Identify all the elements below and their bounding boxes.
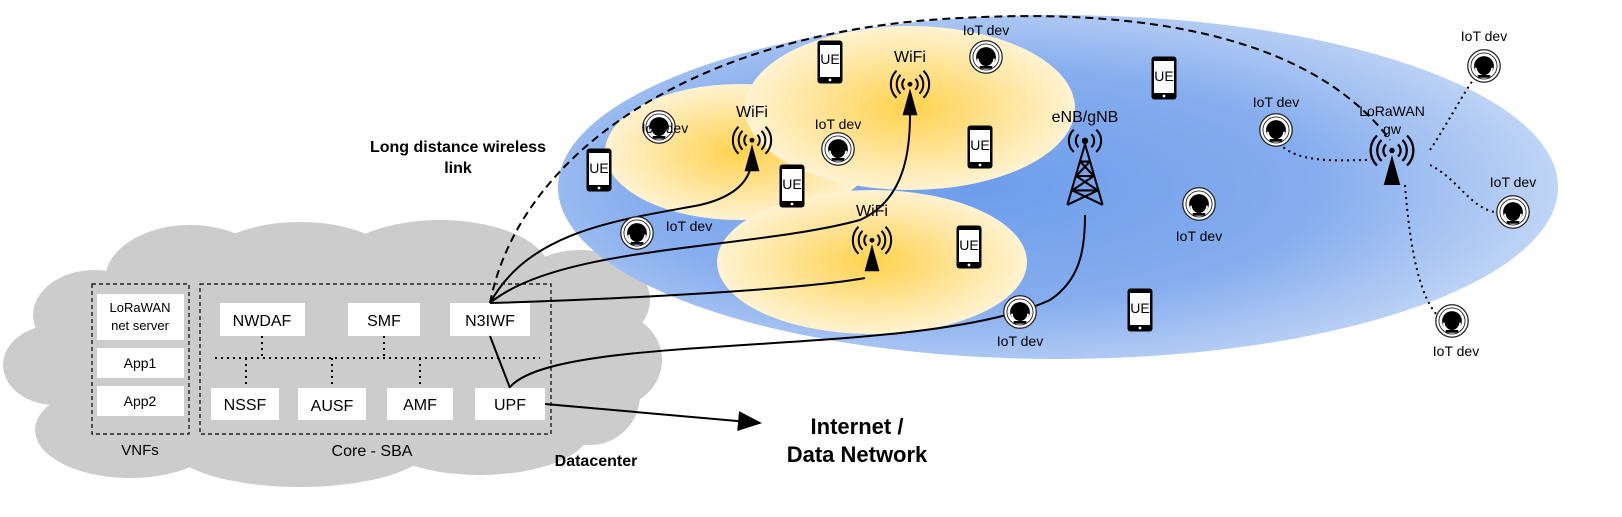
ue-5: UE [779, 164, 805, 208]
enb-gnb: eNB/gNB [1052, 109, 1119, 207]
lorawan-net-server-label-2: net server [111, 318, 169, 333]
core-sba-group: NWDAF SMF N3IWF NSSF AUSF AMF UPF Core -… [199, 283, 552, 460]
link-wifi-bottom [489, 277, 866, 304]
iot-10: IoT dev [1433, 303, 1479, 359]
link-tower [509, 214, 1086, 388]
vnfs-border [91, 283, 190, 435]
lorawan-gw-label-1: LoRaWAN [1359, 103, 1425, 119]
iot-label: IoT dev [815, 116, 861, 132]
iot-label: IoT dev [1433, 343, 1479, 359]
ue-6: UE [956, 225, 982, 269]
ue-label: UE [970, 137, 989, 153]
vnfs-label: VNFs [121, 442, 159, 459]
iot-2: IoT dev [815, 116, 861, 167]
ue-label: UE [959, 237, 978, 253]
iot-8: IoT dev [1461, 28, 1507, 84]
n3iwf-box [450, 303, 530, 336]
wifi-label: WiFi [894, 49, 926, 66]
link-wifi-top [489, 114, 911, 304]
app2-label: App2 [124, 393, 157, 409]
iot-device-icon [619, 215, 655, 251]
iot-label: IoT dev [1253, 94, 1299, 110]
iot-device-icon [1466, 48, 1502, 84]
lorawan-net-server-label-1: LoRaWAN [110, 300, 171, 315]
iot-device-icon [1181, 186, 1217, 222]
app1-label: App1 [124, 355, 157, 371]
wifi-ap-top: WiFi [889, 49, 931, 117]
link-wifi-left [489, 169, 751, 304]
iot-9: IoT dev [1490, 174, 1536, 230]
internet-label-2: Data Network [787, 442, 928, 467]
n3iwf-label: N3IWF [465, 313, 515, 330]
upf-box [475, 388, 545, 420]
iot-label: IoT dev [1176, 228, 1222, 244]
iot-device-icon [1002, 294, 1038, 330]
lora-links [1275, 71, 1501, 319]
datacenter-label: Datacenter [555, 453, 638, 470]
iot-label: IoT dev [666, 218, 712, 234]
ue-label: UE [1130, 300, 1149, 316]
iot-device-icon [1495, 194, 1531, 230]
enb-gnb-label: eNB/gNB [1052, 109, 1119, 126]
internet-label-1: Internet / [811, 414, 904, 439]
wifi-ap-left: WiFi [731, 104, 773, 173]
iot-device-icon [820, 131, 856, 167]
ue-3: UE [967, 125, 993, 169]
amf-label: AMF [403, 397, 437, 414]
nssf-box [211, 388, 279, 420]
iot-1: IoT dev [963, 22, 1009, 75]
core-sba-border [199, 283, 552, 435]
connections [489, 15, 1391, 432]
smf-label: SMF [367, 313, 401, 330]
iot-device-icon [1258, 112, 1294, 148]
n3iwf-upf-link [489, 335, 511, 389]
wifi-label: WiFi [856, 203, 888, 220]
ue-4: UE [586, 148, 612, 192]
ue-7: UE [1127, 288, 1153, 332]
ue-2: UE [1151, 56, 1177, 100]
wifi-label: WiFi [736, 104, 768, 121]
vnfs-group: LoRaWAN net server App1 App2 VNFs [91, 283, 190, 459]
nwdaf-label: NWDAF [233, 313, 292, 330]
ue-devices: UE UE UE UE UE UE UE [586, 40, 1177, 332]
amf-box [387, 388, 453, 420]
iot-7: IoT dev [1253, 94, 1299, 148]
nssf-label: NSSF [224, 397, 267, 414]
core-sba-label: Core - SBA [332, 443, 413, 460]
iot-4: IoT dev [619, 215, 712, 251]
ue-label: UE [782, 176, 801, 192]
iot-label: IoT dev [1461, 28, 1507, 44]
iot-5: IoT dev [1176, 186, 1222, 244]
ausf-box [298, 388, 366, 420]
upf-label: UPF [494, 397, 526, 414]
long-distance-link [489, 15, 1391, 304]
ue-label: UE [820, 51, 839, 67]
iot-devices: IoT dev IoT dev IoT dev IoT dev IoT dev … [619, 22, 1536, 359]
lorawan-gw: LoRaWAN gw [1359, 103, 1425, 187]
app1-box [97, 348, 184, 378]
iot-device-icon [968, 39, 1004, 75]
nwdaf-box [220, 303, 305, 336]
iot-label: IoT dev [963, 22, 1009, 38]
wifi-ap-bottom: WiFi [851, 203, 893, 273]
iot-label: IoT dev [1490, 174, 1536, 190]
lorawan-gw-label-2: gw [1383, 121, 1402, 137]
smf-box [348, 303, 420, 336]
ue-1: UE [817, 40, 843, 84]
iot-device-icon [1434, 303, 1470, 339]
iot-6: IoT dev [997, 294, 1043, 349]
app2-box [97, 386, 184, 416]
ue-label: UE [1154, 68, 1173, 84]
iot-3: IoT dev [642, 109, 688, 145]
long-link-label-1: Long distance wireless [370, 139, 546, 156]
lorawan-net-server-box [97, 294, 184, 340]
ue-label: UE [589, 160, 608, 176]
ausf-label: AUSF [311, 398, 354, 415]
upf-internet-link [544, 403, 762, 432]
iot-label: IoT dev [642, 120, 688, 136]
iot-label: IoT dev [997, 333, 1043, 349]
long-link-label-2: link [444, 160, 472, 177]
